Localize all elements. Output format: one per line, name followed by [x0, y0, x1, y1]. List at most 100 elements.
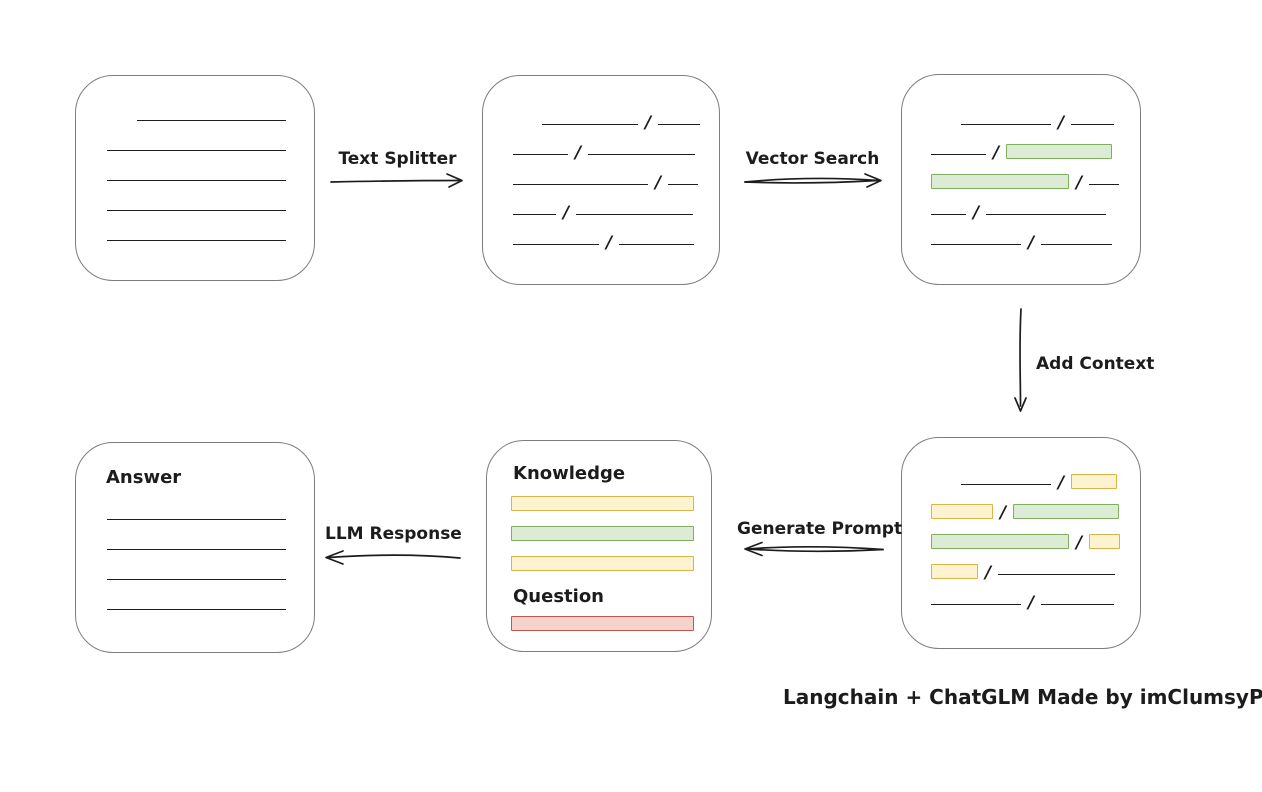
text-line	[986, 214, 1107, 215]
text-line	[931, 604, 1021, 605]
text-line	[1071, 124, 1115, 125]
chunk-row	[511, 526, 694, 556]
text-line	[513, 244, 599, 245]
yellow-chunk	[1089, 534, 1121, 549]
chunk-row	[107, 96, 286, 126]
chunk-row: /	[931, 220, 1119, 253]
slash-separator: /	[985, 563, 992, 583]
text-line	[931, 214, 966, 215]
prompt-box: Knowledge Question	[486, 440, 712, 652]
question-bar	[511, 616, 694, 646]
slash-separator: /	[1000, 503, 1007, 523]
text-line	[107, 240, 286, 241]
chunk-row	[107, 495, 286, 525]
answer-label: Answer	[106, 467, 182, 488]
slash-separator: /	[575, 143, 582, 163]
yellow-chunk	[511, 496, 694, 511]
text-line	[107, 210, 286, 211]
chunk-row	[107, 525, 286, 555]
slash-separator: /	[1028, 233, 1035, 253]
text-line	[931, 244, 1021, 245]
split-chunks-rows: /////	[513, 100, 701, 252]
text-line	[1041, 244, 1113, 245]
chunk-row: /	[931, 160, 1120, 193]
text-line	[513, 154, 568, 155]
answer-box: Answer	[75, 442, 315, 653]
text-line	[931, 154, 986, 155]
chunk-row	[107, 186, 286, 216]
text-line	[107, 549, 286, 550]
chunk-row: /	[513, 160, 700, 193]
split-chunks-box: /////	[482, 75, 720, 285]
yellow-chunk	[511, 556, 694, 571]
chunk-row: /	[931, 490, 1120, 523]
chunk-row	[107, 216, 286, 246]
yellow-chunk	[931, 564, 978, 579]
green-chunk	[511, 526, 694, 541]
text-line	[658, 124, 701, 125]
text-line	[107, 519, 286, 520]
text-splitter-arrow-icon	[330, 173, 463, 188]
vector-matches-box: /////	[901, 74, 1141, 285]
text-line	[588, 154, 696, 155]
vector-search-label: Vector Search	[745, 149, 880, 169]
green-chunk	[1006, 144, 1113, 159]
chunk-row: /	[931, 460, 1120, 493]
text-line	[107, 579, 286, 580]
chunk-row	[107, 585, 286, 615]
chunk-row: /	[931, 130, 1119, 163]
text-line	[107, 150, 286, 151]
slash-separator: /	[655, 173, 662, 193]
question-label: Question	[513, 586, 604, 607]
context-chunks-rows: /////	[931, 460, 1121, 612]
text-splitter-label: Text Splitter	[338, 149, 457, 169]
text-line	[513, 184, 648, 185]
text-line	[619, 244, 695, 245]
yellow-chunk	[931, 504, 993, 519]
llm-response-arrow-icon	[325, 550, 461, 565]
slash-separator: /	[1058, 473, 1065, 493]
chunk-row: /	[513, 220, 700, 252]
diagram-caption: Langchain + ChatGLM Made by imClumsyPand…	[783, 685, 1262, 709]
slash-separator: /	[645, 113, 652, 133]
chunk-row: /	[931, 550, 1120, 583]
chunk-row: /	[931, 190, 1119, 222]
green-chunk	[931, 534, 1069, 549]
chunk-row: /	[513, 100, 701, 133]
generate-prompt-arrow-icon	[744, 541, 884, 557]
vector-search-arrow-icon	[744, 173, 882, 188]
text-line	[107, 609, 286, 610]
text-line	[961, 124, 1051, 125]
text-line	[1041, 604, 1115, 605]
text-line	[107, 180, 286, 181]
green-chunk	[931, 174, 1069, 189]
context-chunks-box: /////	[901, 437, 1141, 649]
green-chunk	[1013, 504, 1120, 519]
chunk-row	[511, 556, 694, 586]
knowledge-bars	[511, 496, 694, 586]
chunk-row: /	[931, 520, 1121, 552]
llm-response-label: LLM Response	[325, 524, 462, 544]
add-context-label: Add Context	[1036, 354, 1155, 374]
knowledge-label: Knowledge	[513, 463, 626, 484]
chunk-row: /	[513, 130, 700, 163]
text-line	[998, 574, 1116, 575]
answer-lines	[107, 495, 286, 615]
text-line	[137, 120, 286, 121]
text-line	[1089, 184, 1120, 185]
chunk-row	[511, 496, 694, 526]
chunk-row	[107, 156, 286, 186]
text-line	[513, 214, 556, 215]
chunk-row	[107, 126, 286, 156]
chunk-row: /	[931, 100, 1119, 132]
text-line	[542, 124, 638, 125]
slash-separator: /	[993, 143, 1000, 163]
vector-matches-rows: /////	[931, 100, 1120, 253]
slash-separator: /	[1076, 173, 1083, 193]
source-document-box	[75, 75, 315, 281]
chunk-row	[511, 616, 694, 646]
source-document-lines	[107, 96, 286, 246]
text-line	[961, 484, 1051, 485]
text-line	[668, 184, 699, 185]
